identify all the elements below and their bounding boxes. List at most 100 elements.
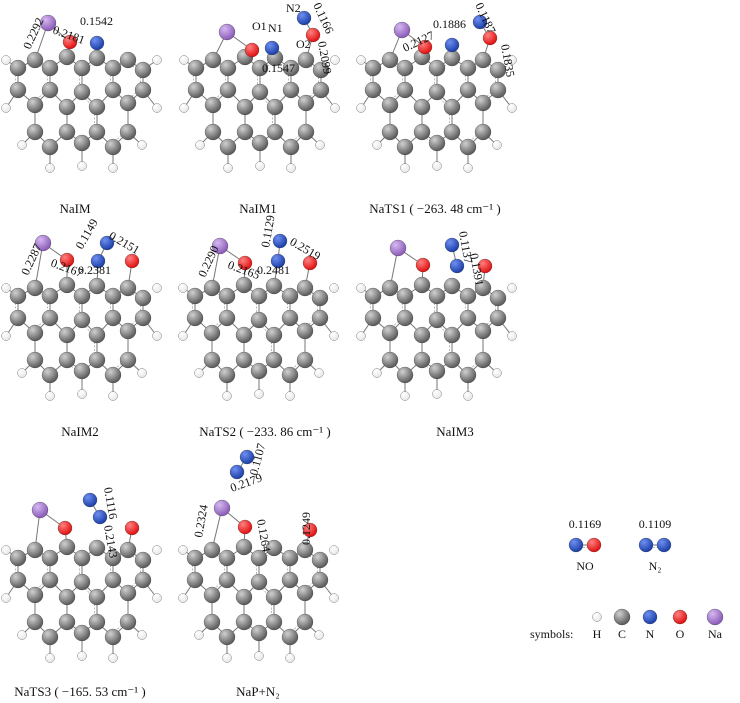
carbon-atom: [413, 351, 431, 369]
carbon-atom: [281, 309, 299, 327]
hydrogen-atom: [356, 331, 366, 341]
carbon-atom: [119, 123, 137, 141]
carbon-atom: [218, 287, 236, 305]
carbon-atom: [459, 81, 477, 99]
carbon-atom: [235, 351, 253, 369]
legend-label: H: [593, 627, 602, 641]
carbon-atom: [119, 541, 137, 559]
carbon-atom: [41, 59, 59, 77]
structure-title: NaTS2 ( −233. 86 cm⁻¹ ): [199, 424, 330, 439]
carbon-atom: [219, 138, 237, 156]
carbon-atom: [381, 351, 399, 369]
bond-length-label: 0.2143: [101, 524, 121, 559]
carbon-atom: [73, 287, 91, 305]
carbon-atom: [311, 309, 329, 327]
carbon-atom: [282, 59, 300, 77]
carbon-atom: [26, 586, 44, 604]
carbon-atom: [88, 123, 106, 141]
carbon-atom: [474, 322, 492, 340]
carbon-atom: [58, 613, 76, 631]
hydrogen-atom: [330, 103, 340, 113]
carbon-atom: [474, 351, 492, 369]
hydrogen-atom: [77, 389, 87, 399]
carbon-atom: [26, 96, 44, 114]
hydrogen-atom: [285, 391, 295, 401]
carbon-atom: [265, 613, 283, 631]
carbon-atom: [235, 538, 253, 556]
carbon-atom: [104, 309, 122, 327]
carbon-atom: [459, 287, 477, 305]
carbon-atom: [396, 59, 414, 77]
nitrogen-atom: [99, 235, 115, 251]
hydrogen-atom: [285, 653, 295, 663]
bond-length-label: 0.2151: [107, 228, 143, 257]
bond-length-label: 0.2099: [315, 40, 335, 75]
carbon-atom: [443, 277, 461, 295]
carbon-atom: [218, 549, 236, 567]
carbon-atom: [204, 123, 222, 141]
carbon-atom: [489, 289, 507, 307]
carbon-atom: [396, 309, 414, 327]
oxygen-atom: [124, 520, 140, 536]
nitrogen-atom: [229, 464, 245, 480]
carbon-atom: [219, 59, 237, 77]
carbon-atom: [187, 59, 205, 77]
carbon-atom: [119, 94, 137, 112]
hydrogen-atom: [152, 103, 162, 113]
carbon-atom: [119, 584, 137, 602]
carbon-atom: [119, 613, 137, 631]
hydrogen-atom: [314, 368, 324, 378]
carbon-atom: [311, 571, 329, 589]
oxygen-atom: [244, 42, 260, 58]
bond-length-label: 0.1264: [254, 518, 274, 553]
hydrogen-atom: [152, 593, 162, 603]
carbon-atom: [26, 279, 44, 297]
carbon-atom: [381, 96, 399, 114]
bond-length-label: 0.1886: [433, 17, 466, 31]
nitrogen-atom: [89, 35, 105, 51]
carbon-atom: [281, 549, 299, 567]
nitrogen-atom: [264, 40, 280, 56]
hydrogen-atom: [152, 545, 162, 555]
hydrogen-atom: [329, 283, 339, 293]
hydrogen-atom: [432, 389, 442, 399]
carbon-atom: [88, 351, 106, 369]
carbon-atom: [265, 539, 283, 557]
hydrogen-atom: [1, 331, 11, 341]
bond-length-label: 0.1391: [467, 252, 487, 287]
sodium-atom: [389, 239, 407, 257]
carbon-atom: [443, 98, 461, 116]
hydrogen-atom: [592, 612, 602, 622]
hydrogen-atom: [17, 630, 27, 640]
nitrogen-atom: [656, 537, 672, 553]
hydrogen-atom: [77, 161, 87, 171]
carbon-atom: [9, 287, 27, 305]
carbon-atom: [186, 571, 204, 589]
structure-title: NaIM1: [239, 201, 277, 216]
carbon-atom: [311, 551, 329, 569]
carbon-atom: [218, 628, 236, 646]
carbon-atom: [134, 551, 152, 569]
hydrogen-atom: [463, 163, 473, 173]
carbon-atom: [459, 366, 477, 384]
carbon-atom: [203, 613, 221, 631]
hydrogen-atom: [372, 140, 382, 150]
carbon-atom: [281, 287, 299, 305]
hydrogen-atom: [356, 103, 366, 113]
carbon-atom: [26, 613, 44, 631]
atom-label: N1: [268, 21, 283, 35]
carbon-atom: [88, 277, 106, 295]
carbon-atom: [186, 309, 204, 327]
hydrogen-atom: [77, 651, 87, 661]
oxygen-atom: [482, 30, 498, 46]
nitrogen-atom: [239, 449, 255, 465]
bond-length-label: 0.2381: [78, 263, 111, 277]
carbon-atom: [266, 123, 284, 141]
carbon-atom: [134, 81, 152, 99]
molecule-name: NO: [576, 559, 594, 573]
carbon-atom: [204, 51, 222, 69]
hydrogen-atom: [137, 140, 147, 150]
carbon-atom: [282, 138, 300, 156]
